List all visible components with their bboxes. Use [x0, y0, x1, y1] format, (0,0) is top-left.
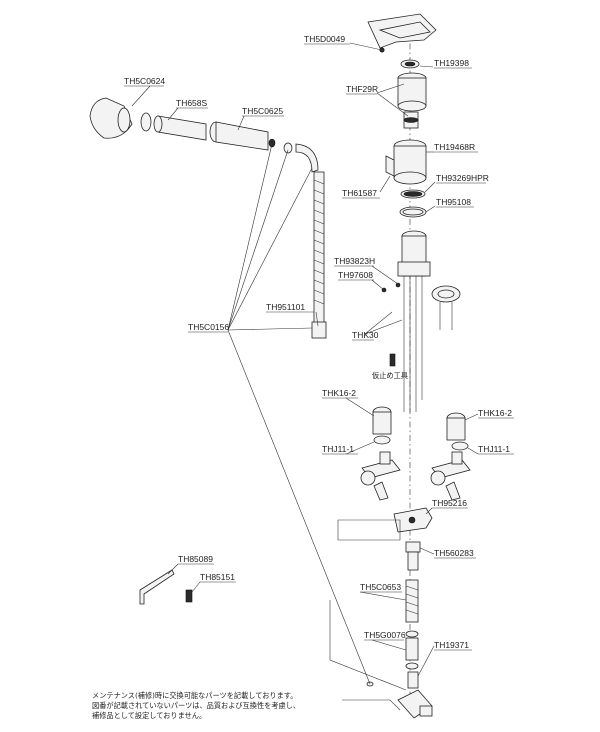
label-th19468r: TH19468R [434, 142, 475, 152]
label-th93823h: TH93823H [334, 256, 375, 266]
label-th85151: TH85151 [200, 572, 235, 582]
label-thk16-2-left: THK16-2 [322, 388, 356, 398]
valve-body [397, 230, 431, 412]
right-stop-valve [430, 451, 471, 501]
temporary-tool [389, 353, 396, 367]
small-screws [381, 282, 401, 293]
label-th95216: TH95216 [432, 498, 467, 508]
label-th5g0076: TH5G0076 [364, 630, 406, 640]
label-th5c0625: TH5C0625 [242, 106, 283, 116]
lever-handle [367, 13, 437, 49]
bracket-th95216 [393, 507, 433, 533]
footnote-line-3: 補修品として設定しておりません。 [92, 711, 206, 720]
hose-connector [283, 142, 319, 173]
label-thj11-1-left: THJ11-1 [322, 444, 354, 454]
fitting-th560283 [405, 541, 421, 571]
hose-th5c0653 [405, 579, 419, 623]
label-th85089: TH85089 [178, 554, 213, 564]
left-stop-valve [360, 451, 401, 501]
label-thk30: THK30 [352, 330, 379, 340]
label-th560283: TH560283 [434, 548, 474, 558]
part-th5g0076 [405, 630, 419, 670]
set-screw-th85151 [185, 589, 193, 603]
footnote: メンテナンス(補修)時に交換可能なパーツを記載しております。 図番が記載されてい… [92, 691, 300, 720]
label-th5d0049: TH5D0049 [304, 34, 345, 44]
label-th5c0653: TH5C0653 [360, 582, 401, 592]
label-thk16-2-right: THK16-2 [478, 408, 512, 418]
label-th5c0624: TH5C0624 [124, 76, 165, 86]
pipe-th5c0625 [209, 121, 276, 151]
label-th93269hpr: TH93269HPR [436, 173, 489, 183]
hex-key-th85089 [139, 569, 175, 605]
mounting-nut [431, 285, 461, 330]
part-labels: TH5D0049 TH19398 THF29R TH5C0624 TH658S … [124, 34, 514, 651]
label-th658s: TH658S [176, 98, 208, 108]
label-thf29r: THF29R [346, 84, 378, 94]
hose-th5c0156 [311, 171, 327, 339]
label-temp-tool: 仮止め工具 [372, 371, 408, 380]
label-thj11-1-right: THJ11-1 [478, 444, 510, 454]
spout-head [89, 97, 133, 139]
bottom-elbow [397, 689, 433, 719]
body-th19468r [385, 139, 427, 185]
cartridge-th19398 [397, 72, 427, 112]
reference-outlines [329, 519, 407, 711]
oring-th93269hpr [400, 189, 426, 199]
footnote-line-1: メンテナンス(補修)時に交換可能なパーツを記載しております。 [92, 691, 297, 700]
washer-th5c0624 [140, 112, 152, 132]
label-th61587: TH61587 [342, 188, 377, 198]
footnote-line-2: 図番が記載されていないパーツは、品質および互換性を考慮し、 [92, 701, 300, 710]
ring-th95108 [399, 206, 427, 218]
pipe-th658s [153, 115, 207, 141]
label-th19398: TH19398 [434, 58, 469, 68]
label-th951101: TH951101 [266, 302, 305, 312]
left-check-valve [372, 406, 392, 445]
label-th5c0156: TH5C0156 [188, 322, 229, 332]
part-th19371 [407, 671, 419, 689]
label-th19371: TH19371 [434, 640, 469, 650]
label-th95108: TH95108 [436, 197, 471, 207]
right-check-valve [446, 412, 469, 451]
leader-lines [131, 42, 479, 685]
cap-ring [400, 59, 420, 69]
label-th97608: TH97608 [338, 270, 373, 280]
